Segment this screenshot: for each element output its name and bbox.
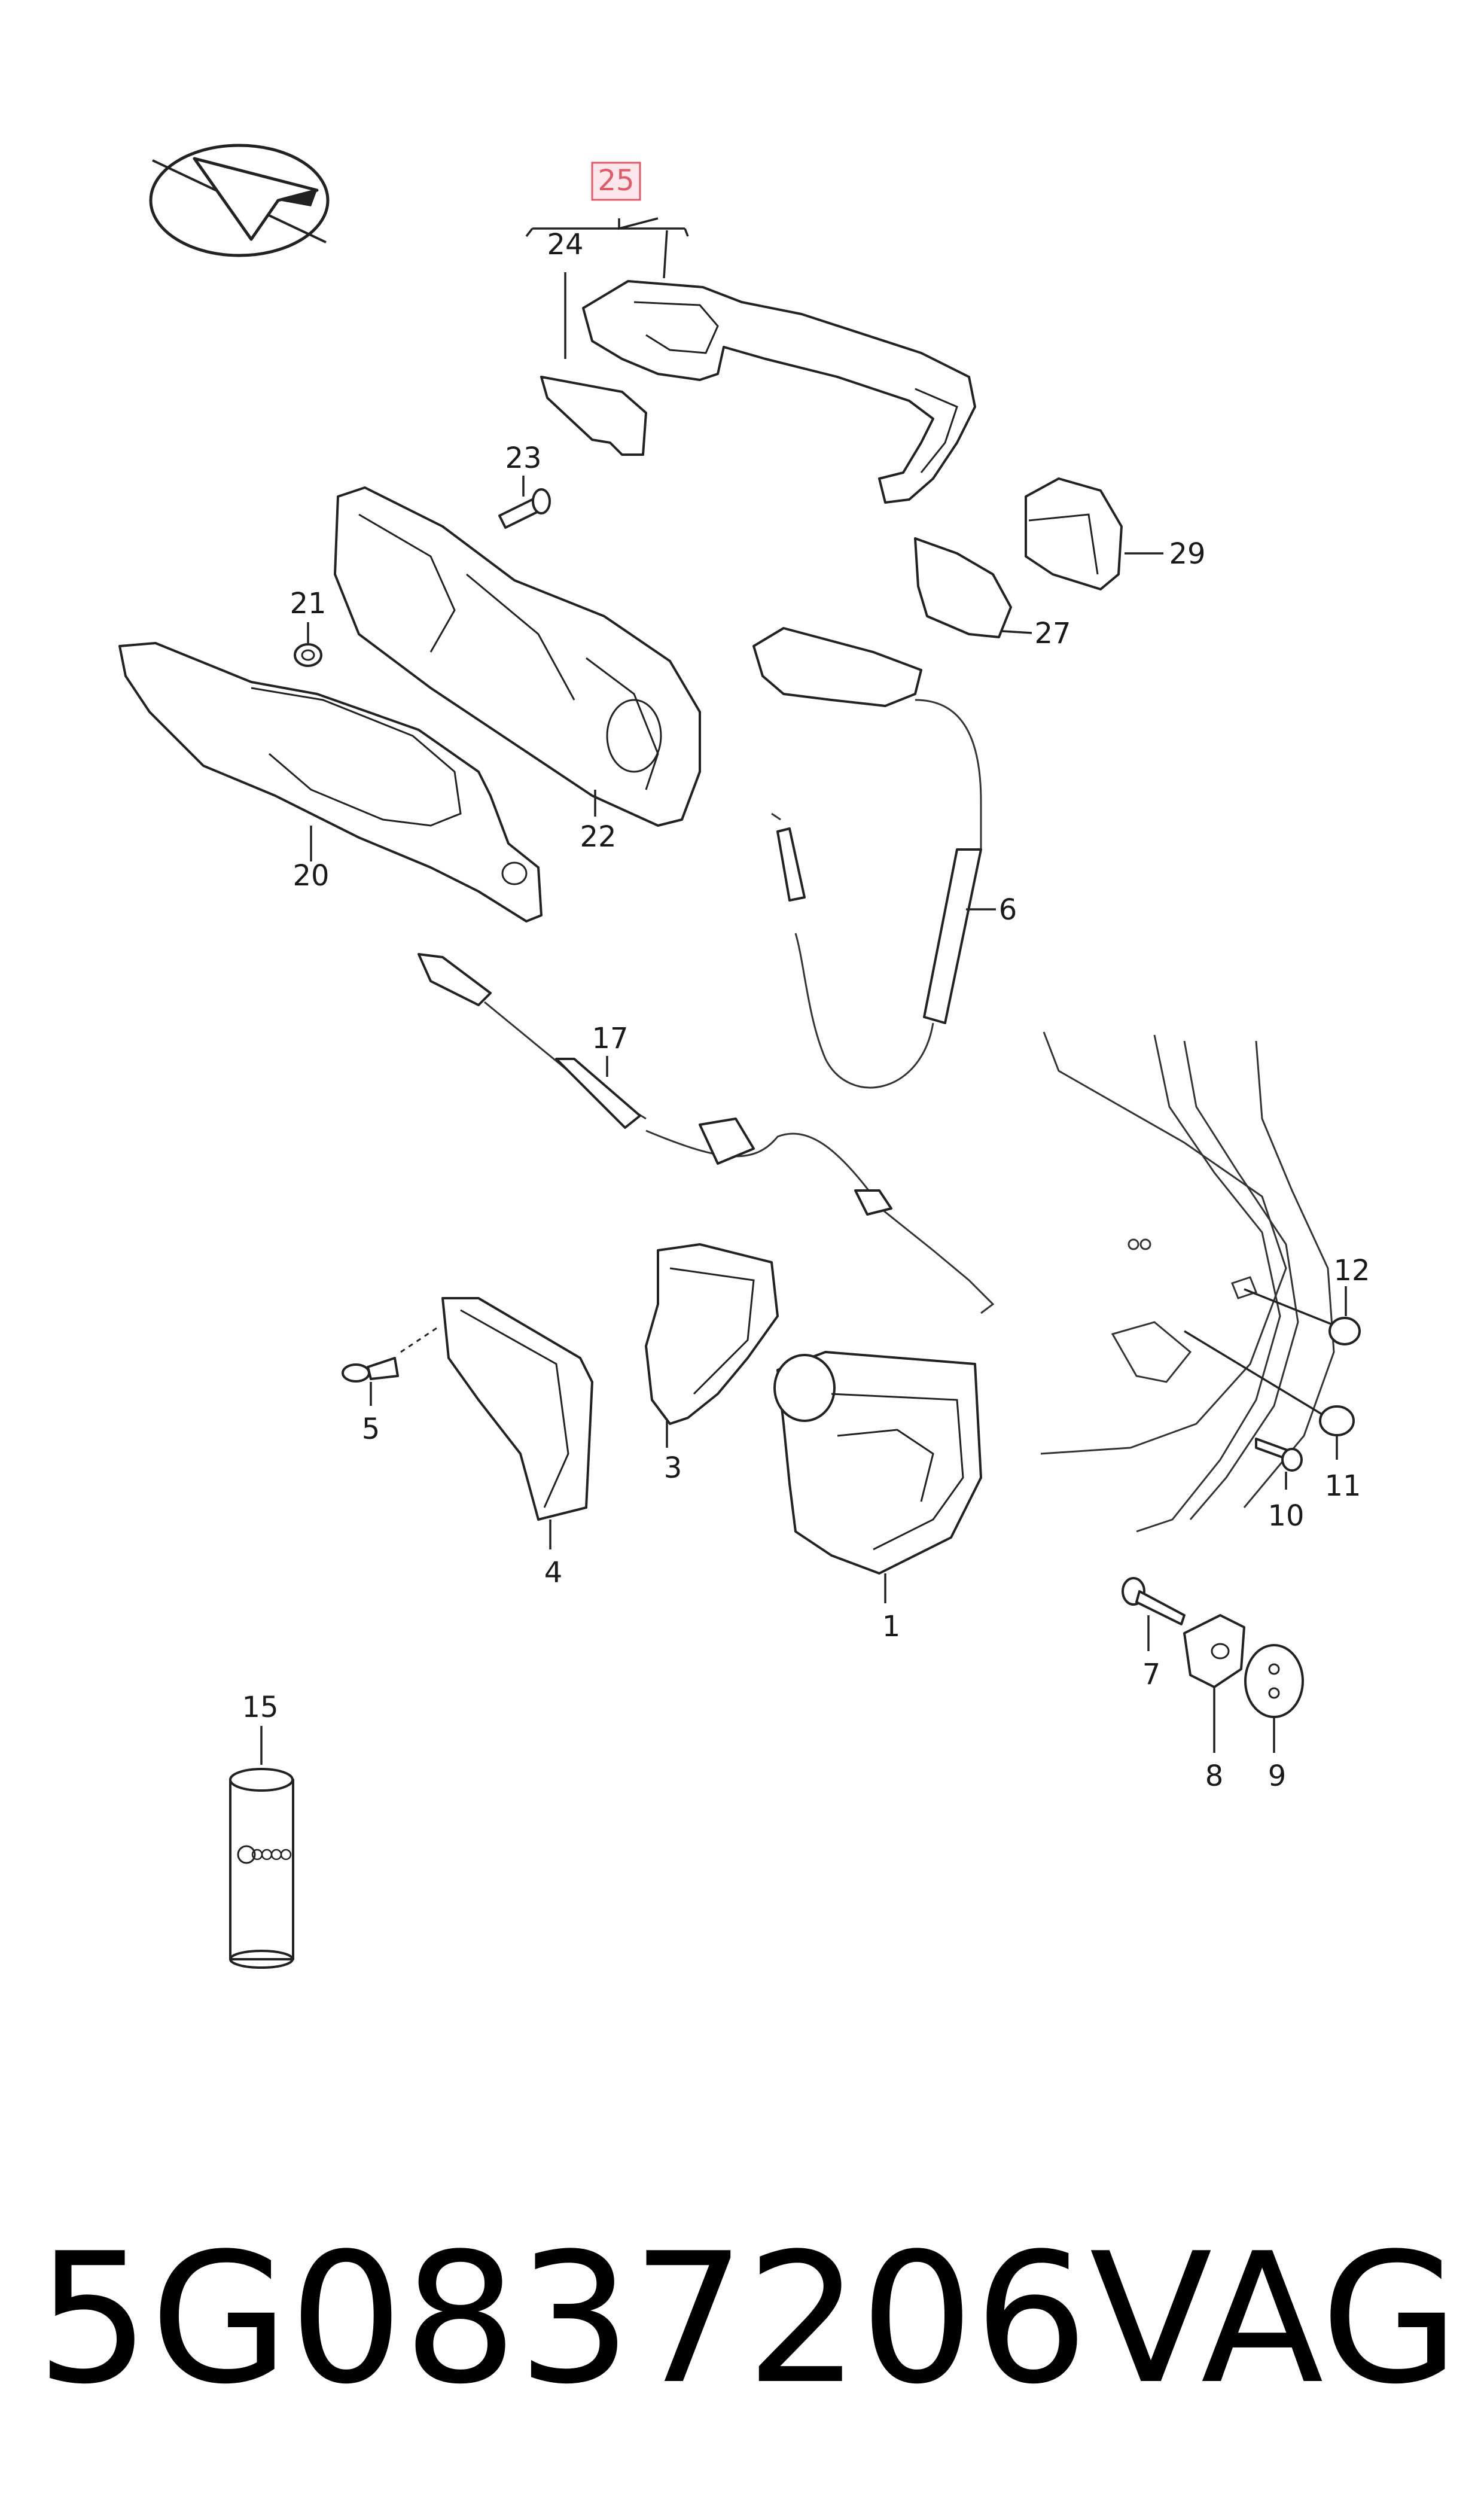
compass-arrow-icon [149,144,330,257]
part-20-inner-handle [118,642,543,922]
part-15-can [229,1726,294,1969]
door-frame-body [1040,1031,1335,1533]
exterior-handle-group [525,217,976,504]
callout-1: 1 [882,1610,901,1643]
callout-3: 3 [664,1451,682,1485]
part-22-carrier [334,486,701,827]
highlight-box-25 [591,162,641,201]
part-1-door-lock [773,1351,982,1603]
callout-labels: 25 24 23 29 21 27 22 20 6 17 12 5 3 11 1… [242,162,1370,1793]
callout-25: 25 [598,164,634,197]
callout-6: 6 [999,893,1017,927]
callout-22: 22 [580,820,616,854]
callout-20: 20 [292,859,329,893]
part-25-door-handle [582,280,976,504]
brand-label: VAG [1090,2215,1459,2423]
part-17-cable [418,953,995,1314]
callout-12: 12 [1333,1254,1370,1287]
part-number: 5G0837206 [36,2215,1088,2423]
part-7-bolt [1122,1577,1186,1651]
part-3-bracket [645,1243,779,1448]
callout-4: 4 [544,1556,563,1590]
part-29-cap [1025,477,1163,590]
callout-5: 5 [362,1412,380,1446]
part-11-grommet [1319,1405,1355,1460]
part-24-gasket [540,376,647,456]
part-27-cover [914,537,1032,638]
part-4-cover [441,1297,593,1549]
part-8-striker [1183,1614,1245,1753]
part-6-cable [752,627,996,1089]
callout-29: 29 [1169,537,1205,571]
callout-27: 27 [1034,617,1071,650]
part-21-washer [294,622,322,667]
callout-7: 7 [1142,1658,1161,1691]
part-12-plug [1328,1286,1361,1345]
part-10-bolt [1255,1438,1303,1490]
callout-23: 23 [505,442,541,475]
callout-8: 8 [1205,1759,1224,1793]
callout-24: 24 [547,228,583,261]
callout-17: 17 [592,1022,628,1055]
part-5-clip [342,1327,437,1406]
callout-10: 10 [1267,1499,1304,1533]
callout-9: 9 [1268,1759,1287,1793]
callout-15: 15 [242,1691,278,1724]
callout-11: 11 [1324,1469,1361,1503]
part-9-plate [1244,1644,1304,1753]
part-23-bolt [498,476,551,529]
callout-21: 21 [290,587,326,620]
